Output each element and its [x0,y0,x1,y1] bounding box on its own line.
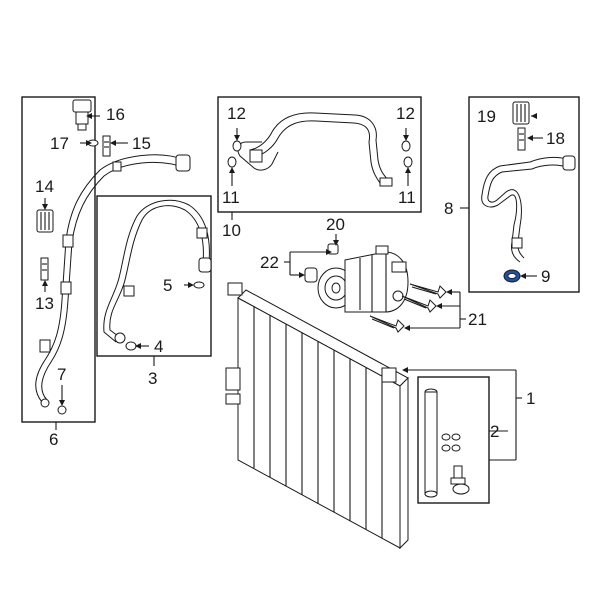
callout-6: 6 [49,430,59,449]
o-ring-11b [403,156,413,168]
callout-12-right: 12 [396,104,415,123]
o-ring-12a [232,140,242,152]
callout-9: 9 [541,267,551,286]
callout-18: 18 [546,129,565,148]
o-ring-7 [57,405,67,415]
callout-16: 16 [106,105,125,124]
group-box-3 [96,195,212,357]
callout-15: 15 [132,134,151,153]
cap-14 [36,209,54,233]
o-ring-11a [227,156,237,168]
group-box-6 [21,96,96,423]
callout-3: 3 [148,369,158,388]
group-box-8 [468,96,580,293]
callout-7: 7 [57,365,67,384]
valve-core-15 [102,135,111,157]
compressor-20 [317,245,409,313]
o-ring-9-hole [507,273,517,279]
valve-core-13 [40,257,49,281]
receiver-drier-2 [424,388,470,498]
bushing-22 [304,267,318,283]
hose-assembly-3 [103,199,212,344]
callout-17: 17 [50,134,69,153]
hose-assembly-8 [481,155,576,263]
cap-19 [512,101,530,125]
callout-5: 5 [163,276,173,295]
callout-11-right: 11 [398,188,416,207]
callout-1: 1 [526,389,536,408]
condenser-1 [225,282,409,550]
hose-assembly-6 [35,154,191,408]
o-ring-12b [401,140,411,152]
callout-4: 4 [154,337,164,356]
valve-core-18 [517,127,526,151]
callout-22: 22 [260,253,279,272]
callout-12-left: 12 [227,104,246,123]
callout-8: 8 [444,199,454,218]
pressure-switch-16 [72,99,92,131]
o-ring-5 [193,281,205,289]
callout-13: 13 [35,294,54,313]
hose-assembly-10 [237,112,393,187]
callout-14: 14 [35,177,54,196]
callout-21: 21 [468,310,487,329]
callout-10: 10 [222,221,241,240]
callout-2: 2 [490,422,500,441]
o-ring-4 [125,341,137,351]
callout-20: 20 [326,215,345,234]
group-box-2 [417,376,490,504]
callout-19: 19 [477,107,496,126]
leader-lines [42,113,543,461]
group-box-10 [217,96,422,213]
callout-11-left: 11 [222,188,240,207]
